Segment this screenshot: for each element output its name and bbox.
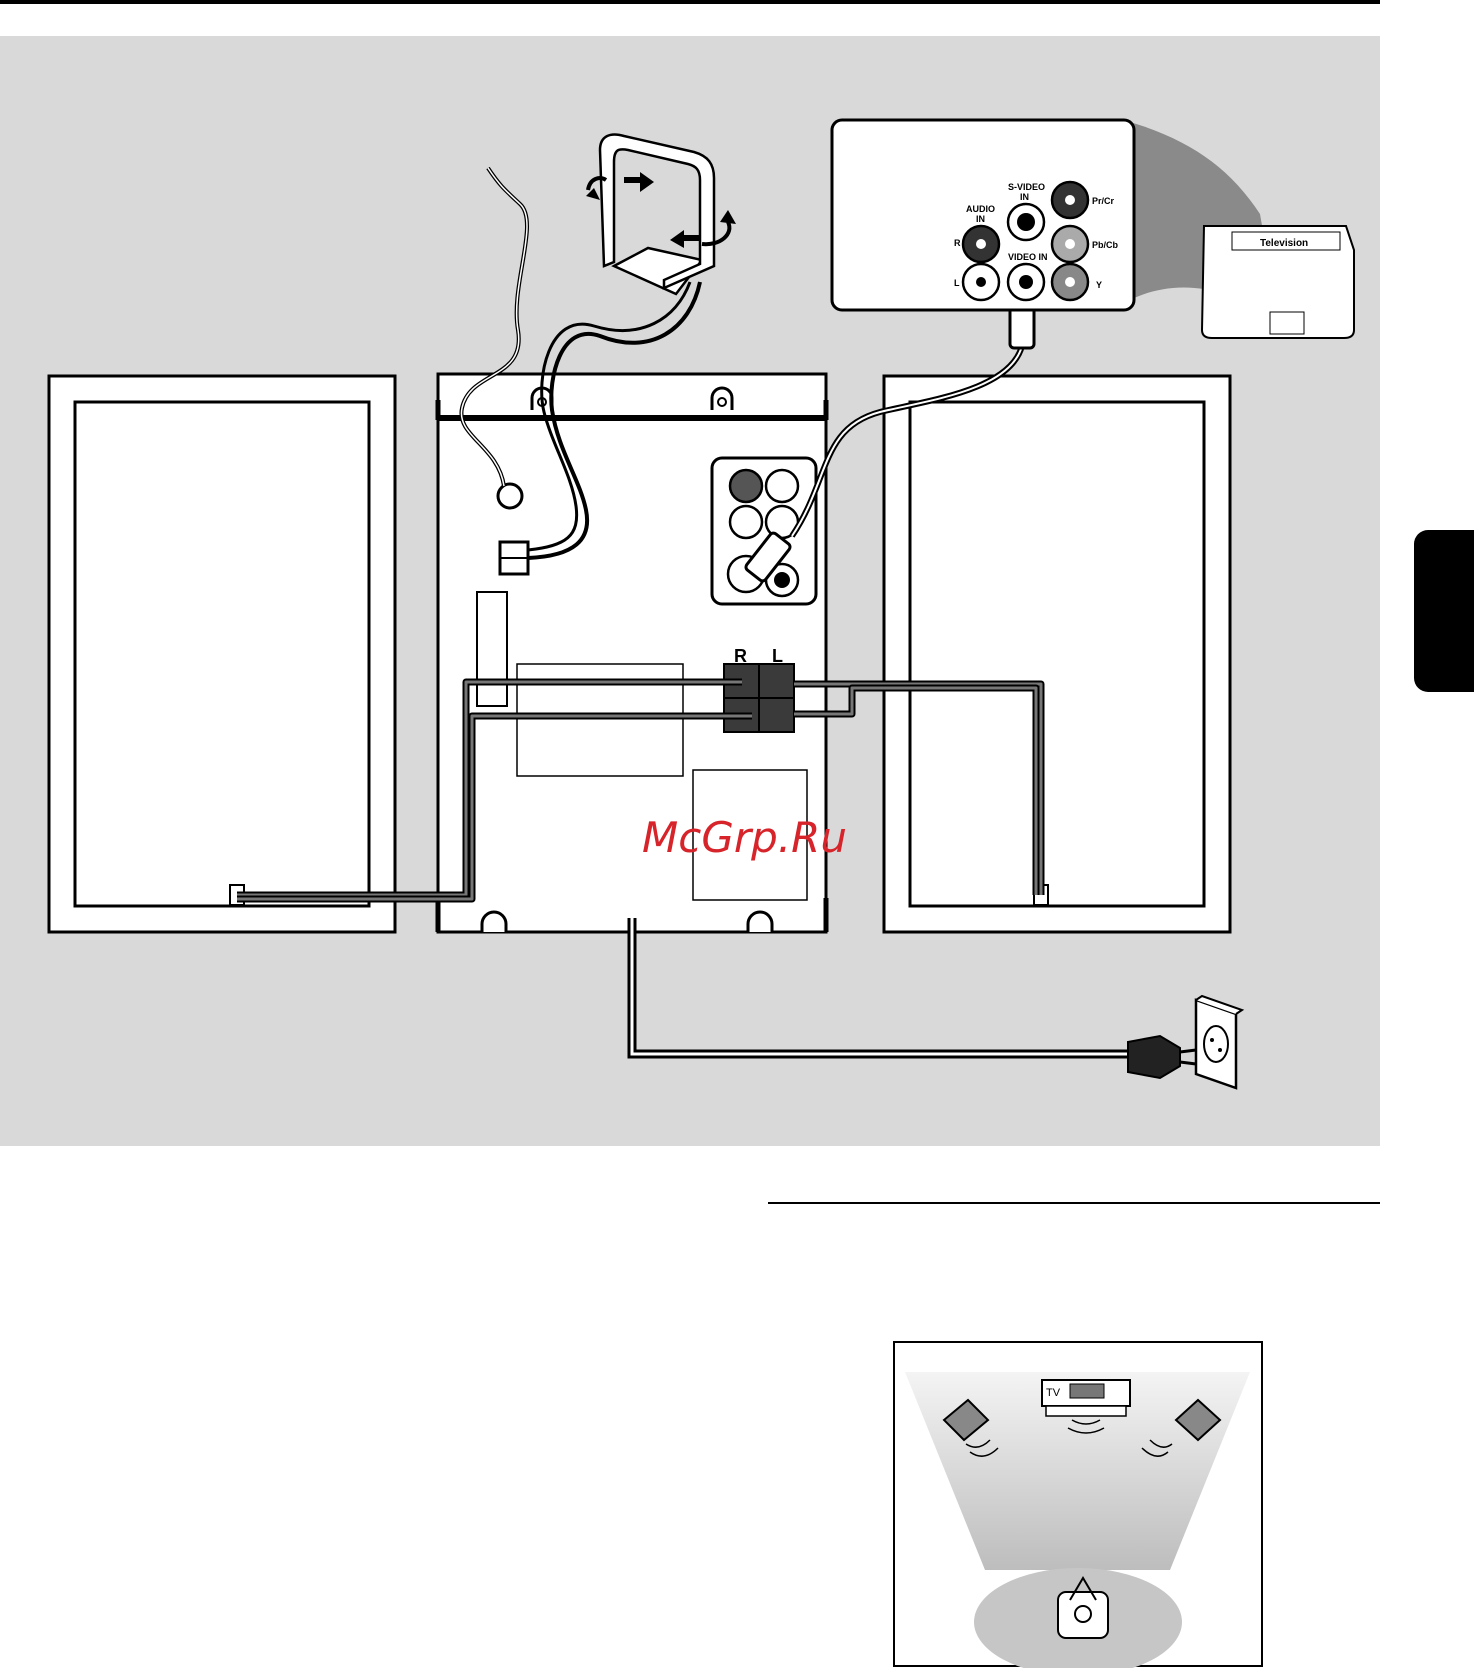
- television-label: Television: [1260, 238, 1308, 249]
- terminal-l-label: L: [772, 646, 783, 666]
- audio-l-label: L: [954, 278, 960, 288]
- audio-in-label: AUDIO: [966, 204, 995, 214]
- watermark: McGrp.Ru: [642, 813, 847, 862]
- right-speaker: [884, 376, 1230, 932]
- room-layout-diagram: [894, 1342, 1262, 1668]
- pb-cb-label: Pb/Cb: [1092, 240, 1119, 250]
- room-tv-label: TV: [1046, 1387, 1061, 1399]
- audio-r-label: R: [954, 238, 961, 248]
- fm-antenna-socket: [498, 484, 522, 508]
- audio-in-label-2: IN: [976, 214, 985, 224]
- svideo-label-2: IN: [1020, 192, 1029, 202]
- power-cord: [632, 918, 1196, 1078]
- svideo-label: S-VIDEO: [1008, 182, 1045, 192]
- pr-cr-label: Pr/Cr: [1092, 196, 1115, 206]
- power-plug: [1128, 1036, 1180, 1078]
- terminal-r-label: R: [734, 646, 747, 666]
- video-in-label: VIDEO IN: [1008, 252, 1048, 262]
- wall-outlet: [1196, 996, 1242, 1088]
- y-label: Y: [1096, 280, 1102, 290]
- left-speaker: [49, 376, 395, 932]
